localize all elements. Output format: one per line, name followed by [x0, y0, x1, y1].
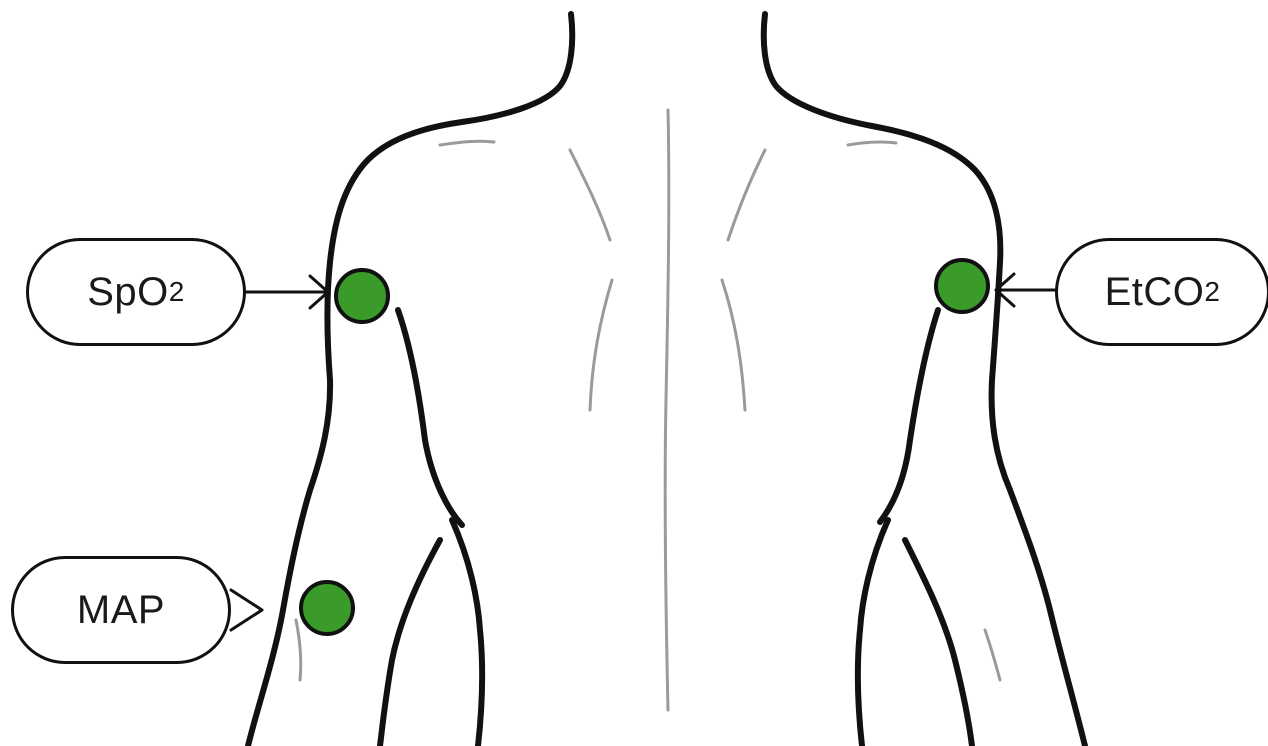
spo2-label-text: SpO	[87, 270, 169, 315]
left-scapula-line	[590, 280, 612, 410]
left-inner-arm	[398, 310, 462, 525]
left-forearm-inner	[380, 540, 440, 746]
sensor-dot-icon	[336, 270, 388, 322]
right-inner-arm	[880, 310, 938, 522]
right-torso-side	[858, 520, 888, 746]
map-label-text: MAP	[77, 588, 165, 633]
arrow-right-icon	[231, 590, 262, 630]
left-trapezius-line	[570, 150, 610, 240]
etco2-label-text: EtCO	[1105, 270, 1205, 315]
left-arm-muscle-line	[296, 620, 301, 680]
sensors	[301, 260, 988, 634]
right-clavicle-line	[848, 142, 896, 145]
sensor-dot-icon	[301, 582, 353, 634]
left-clavicle-line	[440, 141, 494, 145]
right-body-contour	[764, 14, 1085, 746]
right-arm-muscle-line	[985, 630, 1000, 680]
left-body-contour	[248, 14, 572, 746]
map-label: MAP	[11, 556, 231, 664]
right-forearm-inner	[905, 540, 972, 746]
spine-line	[665, 110, 669, 710]
sensor-dot-icon	[936, 260, 988, 312]
right-scapula-line	[722, 280, 745, 410]
right-trapezius-line	[728, 150, 765, 240]
left-torso-side	[452, 520, 482, 746]
